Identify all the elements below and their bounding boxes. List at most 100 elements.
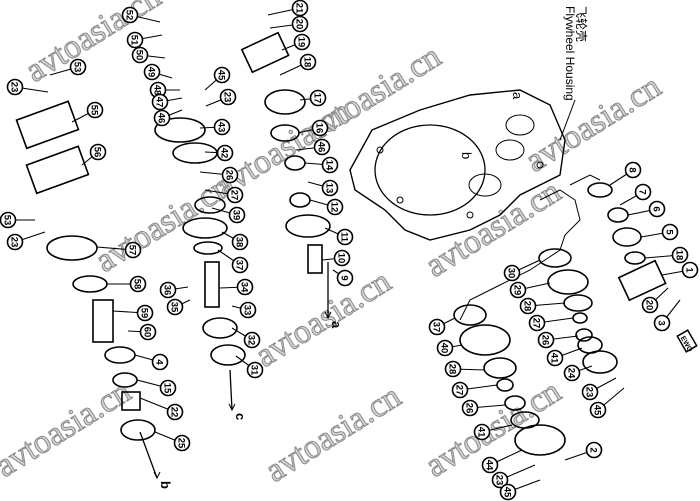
callout-number: 51	[129, 35, 140, 46]
callout-number: 12	[329, 202, 340, 213]
part	[547, 269, 589, 295]
callout-circle	[509, 281, 527, 299]
callout-circle	[0, 211, 17, 229]
callout-circle	[321, 156, 339, 174]
part	[193, 241, 223, 255]
callout-circle	[491, 471, 509, 489]
part	[582, 350, 618, 374]
callout-number: 6	[651, 206, 662, 211]
callout-number: 60	[142, 327, 153, 338]
callout-circle	[126, 31, 144, 49]
callout-circle	[159, 379, 177, 397]
callout-number: 11	[339, 232, 350, 243]
callout-number: 1	[684, 267, 695, 273]
callout-circle	[671, 246, 689, 264]
callout-circle	[159, 281, 177, 299]
callout-number: 14	[324, 160, 335, 171]
callout-circle	[499, 483, 517, 501]
bolt-hole	[396, 196, 404, 204]
callout-circle	[336, 269, 354, 287]
callout-circle	[243, 331, 261, 349]
callout-number: 9	[339, 275, 350, 280]
callout-circle	[481, 456, 499, 474]
callout-number: 28	[447, 364, 458, 375]
callout-circle	[131, 46, 149, 64]
callout-circle	[136, 304, 154, 322]
callout-number: 23	[9, 237, 20, 248]
callout-number: 27	[531, 318, 542, 329]
callout-number: 18	[674, 250, 685, 261]
callout-number: 3	[656, 320, 667, 325]
callout-number: 19	[296, 37, 307, 48]
callout-number: 42	[219, 148, 230, 159]
callout-number: 52	[124, 10, 135, 21]
ref-label-a: a	[329, 321, 344, 329]
callout-circle	[293, 33, 311, 51]
callout-number: 45	[592, 405, 603, 416]
part	[194, 196, 226, 214]
callout-circle	[451, 381, 469, 399]
callout-number: 34	[239, 282, 250, 293]
callout-number: 44	[484, 460, 495, 471]
callout-circle	[681, 261, 699, 279]
callout-circle	[166, 403, 184, 421]
callout-circle	[226, 186, 244, 204]
callout-circle	[291, 0, 309, 17]
part	[624, 251, 646, 265]
callout-circle	[291, 15, 309, 33]
callout-number: 46	[316, 142, 327, 153]
assembly-leader	[459, 189, 581, 321]
part	[120, 419, 156, 441]
callout-circle	[151, 93, 169, 111]
part	[587, 182, 613, 198]
part	[72, 275, 108, 293]
callout-number: 32	[246, 335, 257, 346]
callout-number: 8	[627, 167, 638, 172]
callout-number: 27	[229, 190, 240, 201]
callout-number: 18	[302, 57, 313, 68]
part	[572, 312, 588, 324]
callout-circle	[228, 206, 246, 224]
callout-number: 28	[522, 301, 533, 312]
callout-circle	[213, 66, 231, 84]
callout-number: 23	[584, 387, 595, 398]
callout-circle	[129, 275, 147, 293]
callout-number: 57	[127, 245, 138, 256]
callout-number: 49	[146, 67, 157, 78]
part	[496, 378, 514, 392]
callout-number: 41	[476, 427, 487, 438]
part	[270, 124, 300, 142]
callout-number: 17	[312, 93, 323, 104]
callout-number: 47	[154, 97, 165, 108]
part	[504, 395, 526, 411]
part	[154, 117, 206, 143]
callout-number: 23	[494, 475, 505, 486]
cover-plate	[617, 259, 667, 302]
callout-circle	[326, 198, 344, 216]
callout-circle	[519, 297, 537, 315]
ref-arrow	[229, 369, 233, 411]
callout-number: 23	[222, 92, 233, 103]
title-leader	[559, 99, 576, 141]
part	[563, 294, 593, 312]
callout-circle	[216, 144, 234, 162]
callout-circle	[537, 331, 555, 349]
callout-circle	[309, 89, 327, 107]
callout-number: 26	[224, 170, 235, 181]
callout-circle	[86, 101, 104, 119]
callout-number: 20	[644, 300, 655, 311]
callout-number: 43	[216, 122, 227, 133]
callout-circle	[563, 364, 581, 382]
callout-circle	[69, 58, 87, 76]
callout-circle	[6, 233, 24, 251]
callout-circle	[246, 361, 264, 379]
part	[264, 89, 306, 115]
callout-number: 40	[439, 343, 450, 354]
flywheel-housing	[349, 89, 566, 241]
callout-circle	[239, 301, 257, 319]
callout-number: 10	[336, 253, 347, 264]
part	[92, 299, 114, 343]
callout-circle	[143, 63, 161, 81]
